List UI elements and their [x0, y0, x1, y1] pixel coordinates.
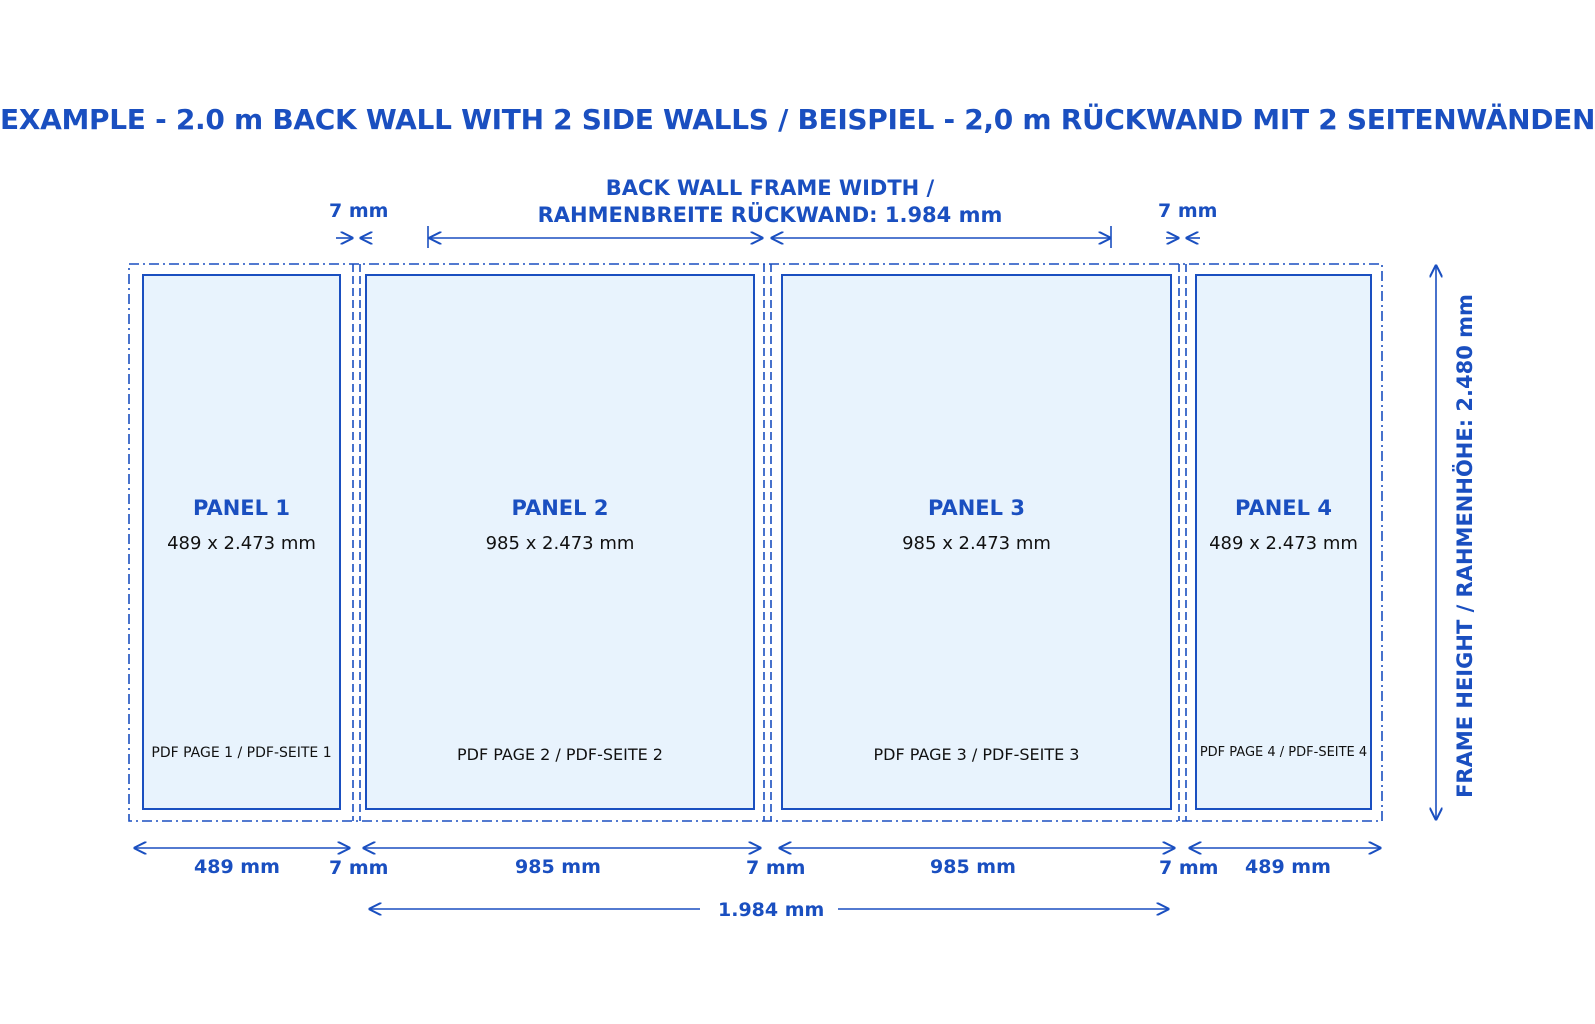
back-wall-width-line1: BACK WALL FRAME WIDTH / — [605, 176, 935, 200]
panel-3-title: PANEL 3 — [928, 496, 1025, 520]
dim-total: 1.984 mm — [718, 899, 825, 921]
dimension-lines — [128, 226, 1536, 1024]
panel-1-size: 489 x 2.473 mm — [167, 533, 316, 554]
diagram-title: EXAMPLE - 2.0 m BACK WALL WITH 2 SIDE WA… — [0, 103, 1595, 136]
dim-gap-2: 7 mm — [746, 857, 806, 879]
panel-2-pdf: PDF PAGE 2 / PDF-SEITE 2 — [457, 745, 663, 764]
dim-panel-3: 985 mm — [930, 856, 1016, 878]
top-gap-label-left: 7 mm — [329, 200, 389, 222]
panel-4-size: 489 x 2.473 mm — [1209, 533, 1358, 554]
outer-frame — [128, 263, 1383, 822]
panel-2-title: PANEL 2 — [511, 496, 609, 520]
panel-1: PANEL 1 489 x 2.473 mm PDF PAGE 1 / PDF-… — [142, 274, 341, 810]
dim-gap-3: 7 mm — [1159, 857, 1219, 879]
panel-2-size: 985 x 2.473 mm — [485, 533, 635, 554]
panel-1-title: PANEL 1 — [193, 496, 290, 520]
back-wall-width-line2: RAHMENBREITE RÜCKWAND: 1.984 mm — [537, 203, 1003, 227]
dim-gap-1: 7 mm — [329, 857, 389, 879]
panel-2: PANEL 2 985 x 2.473 mm PDF PAGE 2 / PDF-… — [365, 274, 755, 810]
panel-3-pdf: PDF PAGE 3 / PDF-SEITE 3 — [873, 745, 1080, 764]
panel-3-size: 985 x 2.473 mm — [902, 533, 1051, 554]
top-gap-label-right: 7 mm — [1158, 200, 1218, 222]
back-wall-width-label: BACK WALL FRAME WIDTH / RAHMENBREITE RÜC… — [470, 175, 1070, 229]
panel-4-title: PANEL 4 — [1235, 496, 1332, 520]
panel-3: PANEL 3 985 x 2.473 mm PDF PAGE 3 / PDF-… — [781, 274, 1172, 810]
dim-panel-1: 489 mm — [194, 856, 280, 878]
dim-panel-2: 985 mm — [515, 856, 601, 878]
panel-4-pdf: PDF PAGE 4 / PDF-SEITE 4 — [1199, 745, 1368, 760]
dim-panel-4: 489 mm — [1245, 856, 1331, 878]
frame-height-label: FRAME HEIGHT / RAHMENHÖHE: 2.480 mm — [1453, 294, 1477, 798]
panel-1-pdf: PDF PAGE 1 / PDF-SEITE 1 — [151, 745, 332, 761]
panel-4: PANEL 4 489 x 2.473 mm PDF PAGE 4 / PDF-… — [1195, 274, 1372, 810]
